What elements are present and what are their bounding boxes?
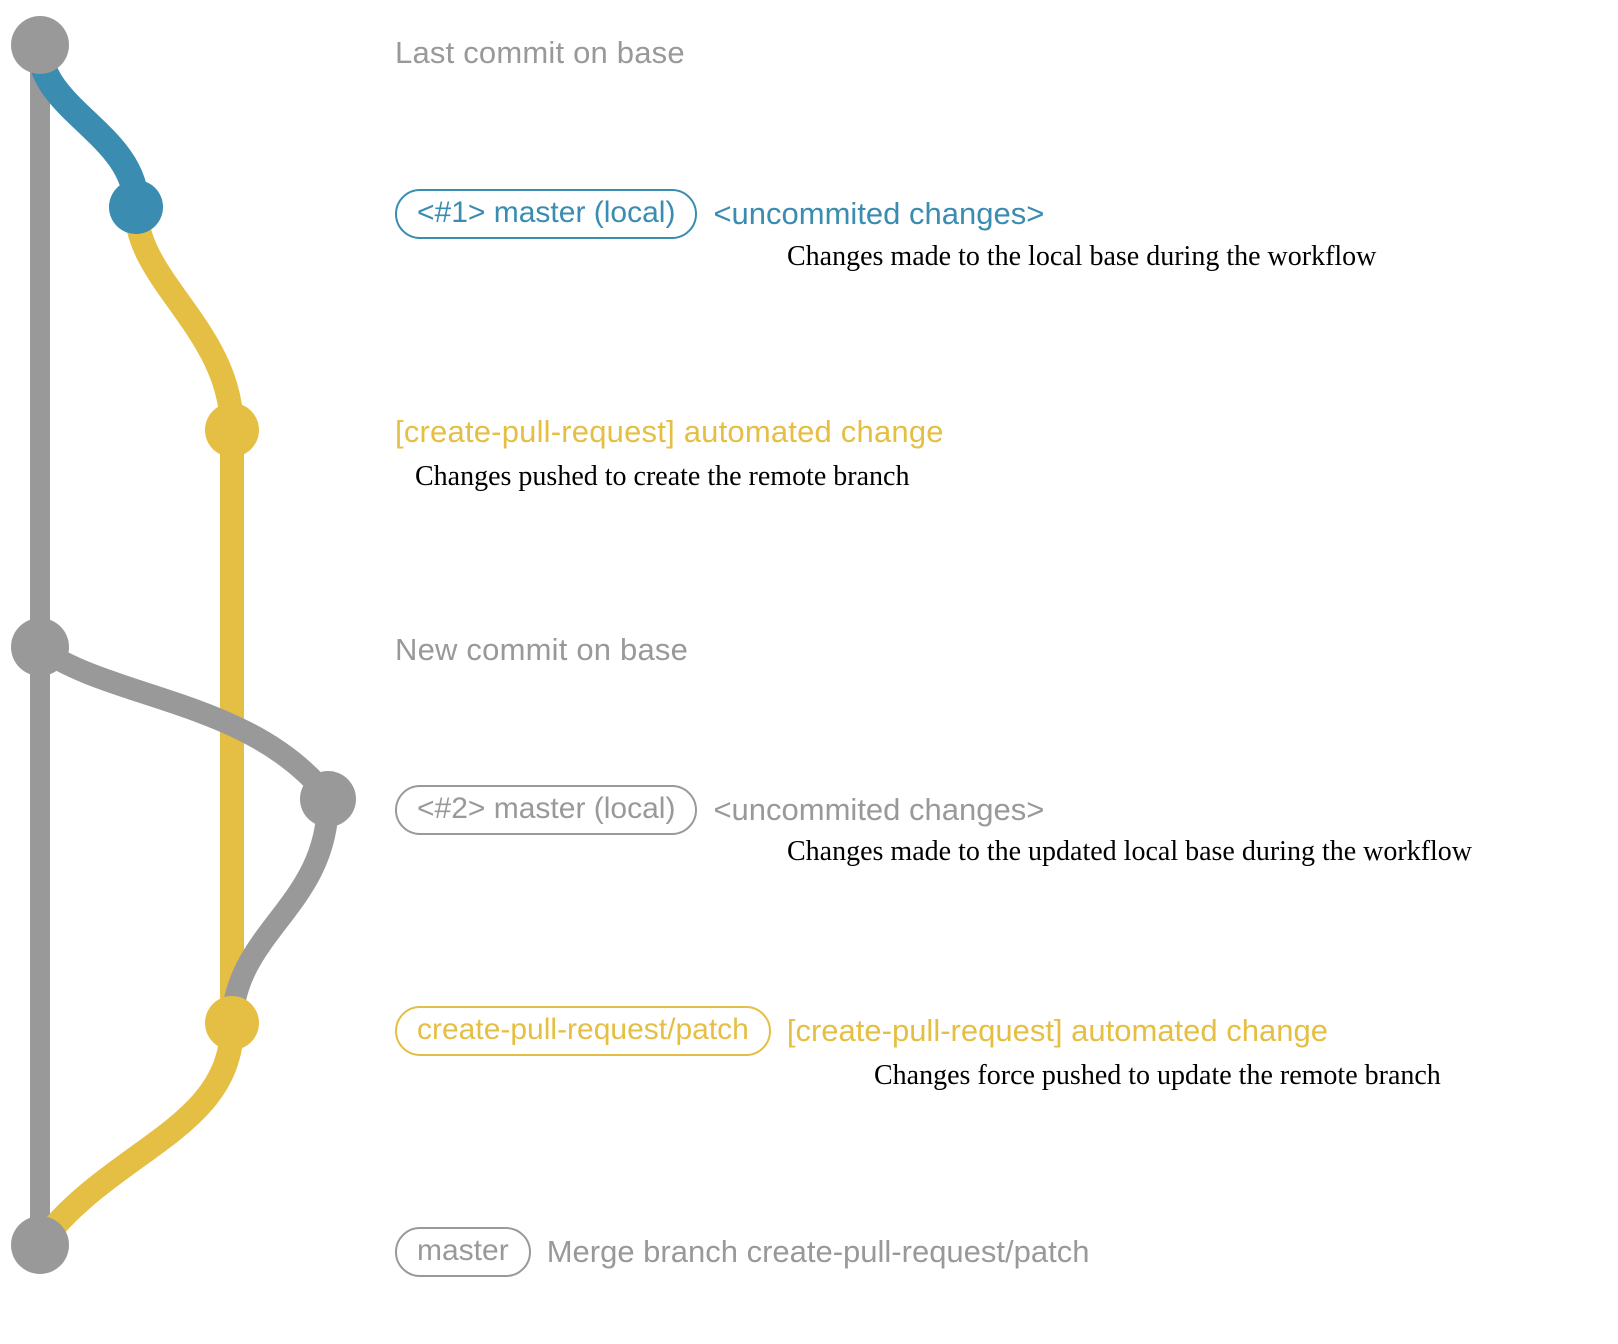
commit-subject-merge: Merge branch create-pull-request/patch bbox=[546, 1234, 1090, 1269]
branch-pill-master-local-2[interactable]: <#2> master (local) bbox=[395, 785, 698, 835]
row-automated-change-2: create-pull-request/patch [create-pull-r… bbox=[395, 1006, 1328, 1056]
row-automated-change-1: [create-pull-request] automated change bbox=[395, 414, 944, 450]
commit-graph-svg bbox=[11, 16, 356, 1274]
commit-node-master-local-1[interactable] bbox=[109, 180, 163, 234]
commit-subject-new-commit-on-base: New commit on base bbox=[395, 632, 689, 667]
row-master-local-1: <#1> master (local) <uncommited changes> bbox=[395, 189, 1044, 239]
branch-pill-master[interactable]: master bbox=[395, 1227, 531, 1277]
row-new-commit-on-base: New commit on base bbox=[395, 632, 688, 668]
commit-node-merge[interactable] bbox=[11, 1216, 69, 1274]
commit-description-automated-change-1: Changes pushed to create the remote bran… bbox=[415, 461, 910, 492]
row-merge-commit: master Merge branch create-pull-request/… bbox=[395, 1227, 1089, 1277]
row-last-commit-on-base: Last commit on base bbox=[395, 35, 685, 71]
commit-description-automated-change-2: Changes force pushed to update the remot… bbox=[874, 1060, 1441, 1091]
edge-base-to-local1 bbox=[27, 35, 149, 218]
commit-subject-master-local-1: <uncommited changes> bbox=[713, 196, 1045, 231]
commit-node-automated-change-2[interactable] bbox=[205, 996, 259, 1050]
commit-node-last-commit-on-base[interactable] bbox=[11, 16, 69, 74]
commit-subject-last-commit-on-base: Last commit on base bbox=[395, 35, 685, 70]
edge-local2-to-patch2 bbox=[221, 789, 339, 1033]
commit-description-master-local-2: Changes made to the updated local base d… bbox=[787, 836, 1473, 867]
commit-node-master-local-2[interactable] bbox=[300, 771, 356, 827]
branch-pill-master-local-1[interactable]: <#1> master (local) bbox=[395, 189, 698, 239]
edge-base-to-local2 bbox=[29, 637, 339, 808]
commit-subject-master-local-2: <uncommited changes> bbox=[713, 792, 1045, 827]
commit-description-master-local-1: Changes made to the local base during th… bbox=[787, 241, 1377, 272]
commit-subject-automated-change-2: [create-pull-request] automated change bbox=[786, 1013, 1328, 1048]
commit-subject-automated-change-1: [create-pull-request] automated change bbox=[395, 414, 944, 449]
commit-node-automated-change-1[interactable] bbox=[205, 403, 259, 457]
commit-node-new-commit-on-base[interactable] bbox=[11, 618, 69, 676]
edge-local1-to-patch1 bbox=[124, 196, 244, 1032]
edge-patch2-to-merge bbox=[28, 1013, 244, 1256]
branch-pill-create-pull-request-patch[interactable]: create-pull-request/patch bbox=[395, 1006, 771, 1056]
row-master-local-2: <#2> master (local) <uncommited changes> bbox=[395, 785, 1044, 835]
